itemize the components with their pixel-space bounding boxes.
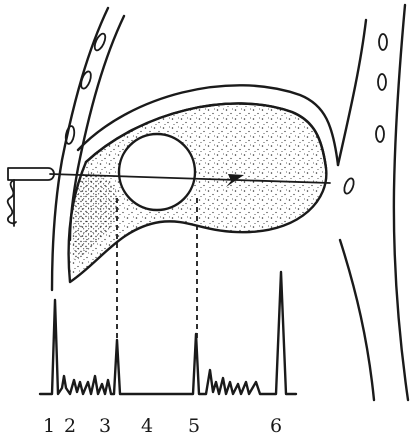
peak-labels: 1 2 3 4 5 6 [43,415,282,437]
echo-trace [40,272,296,394]
transducer-probe [8,168,54,226]
cyst [119,134,195,210]
label-2: 2 [64,415,76,437]
label-5: 5 [188,415,200,437]
label-4: 4 [141,415,153,437]
label-1: 1 [43,415,55,437]
right-wall [338,5,408,400]
label-3: 3 [99,415,111,437]
label-6: 6 [270,415,282,437]
